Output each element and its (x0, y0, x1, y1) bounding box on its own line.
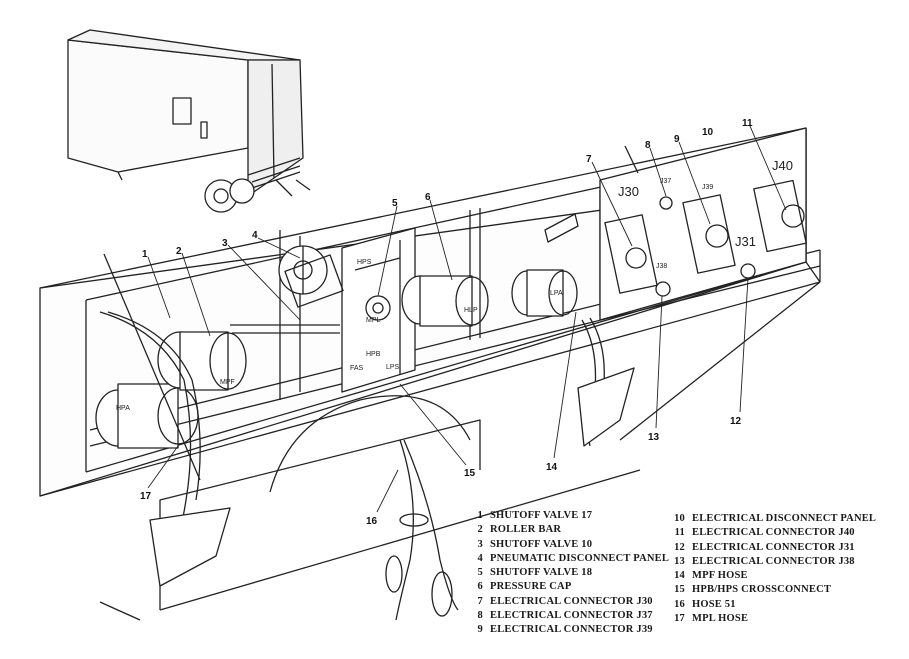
hoses-and-roller-bar (99, 213, 635, 621)
legend-text: PRESSURE CAP (490, 581, 572, 593)
legend-number: 6 (477, 581, 483, 593)
label-j39: J39 (702, 184, 713, 191)
legend-text: ELECTRICAL CONNECTOR J37 (490, 610, 653, 622)
callout-11: 11 (742, 118, 753, 129)
callout-numbers: 1 2 3 4 5 6 7 8 9 10 11 12 13 14 15 16 1… (140, 118, 753, 527)
label-j40: J40 (772, 158, 793, 173)
legend-text: ELECTRICAL CONNECTOR J39 (490, 624, 653, 636)
legend-text: HOSE 51 (692, 598, 736, 610)
legend-text: ELECTRICAL CONNECTOR J30 (490, 595, 653, 607)
label-mpl: MPL (366, 317, 381, 324)
legend-item: 4 PNEUMATIC DISCONNECT PANEL (470, 552, 669, 566)
legend-item: 12 ELECTRICAL CONNECTOR J31 (672, 541, 876, 555)
legend-item: 9 ELECTRICAL CONNECTOR J39 (470, 623, 669, 637)
legend-number: 11 (674, 527, 685, 539)
callout-17: 17 (140, 491, 152, 502)
callout-16: 16 (366, 516, 378, 527)
shutoff-valve-10 (278, 245, 344, 308)
legend-number: 9 (477, 624, 483, 636)
component-labels: J30 J37 J39 J40 J31 J38 MPF HPA HLP LPA … (116, 158, 793, 412)
legend-item: 13 ELECTRICAL CONNECTOR J38 (672, 555, 876, 569)
legend-number: 17 (674, 613, 685, 625)
legend-number: 1 (477, 510, 483, 521)
legend-text: ROLLER BAR (490, 524, 562, 536)
callout-13: 13 (648, 432, 660, 443)
label-lps: LPS (386, 364, 400, 371)
legend-text: HPB/HPS CROSSCONNECT (692, 584, 832, 596)
callout-1: 1 (142, 249, 148, 260)
electrical-disconnect-panel (599, 127, 807, 321)
legend-text: SHUTOFF VALVE 18 (490, 567, 593, 579)
label-j31: J31 (735, 234, 756, 249)
legend-text: ELECTRICAL DISCONNECT PANEL (692, 513, 877, 524)
legend-text: MPL HOSE (692, 613, 749, 625)
callout-14: 14 (546, 462, 558, 473)
trailer-illustration (67, 29, 311, 213)
legend-item: 6 PRESSURE CAP (470, 580, 669, 594)
callout-10: 10 (702, 127, 714, 138)
callout-12: 12 (730, 416, 742, 427)
label-hpa: HPA (116, 405, 130, 412)
label-j38: J38 (656, 263, 667, 270)
legend-number: 4 (477, 552, 483, 564)
callout-2: 2 (176, 246, 182, 257)
legend-number: 2 (477, 524, 483, 536)
legend-number: 16 (674, 598, 685, 610)
legend-item: 16 HOSE 51 (672, 598, 876, 612)
label-mpf: MPF (220, 379, 235, 386)
legend-item: 17 MPL HOSE (672, 612, 876, 626)
legend-item: 10 ELECTRICAL DISCONNECT PANEL (672, 512, 876, 526)
legend-text: MPF HOSE (692, 570, 748, 582)
callout-6: 6 (425, 192, 431, 203)
legend-number: 12 (674, 541, 685, 553)
label-hlp: HLP (464, 307, 478, 314)
callout-9: 9 (674, 134, 680, 145)
label-hps: HPS (357, 259, 372, 266)
callout-4: 4 (252, 230, 258, 241)
legend-number: 15 (674, 584, 685, 596)
callout-8: 8 (645, 140, 651, 151)
callout-7: 7 (586, 154, 592, 165)
legend-text: SHUTOFF VALVE 10 (490, 538, 593, 550)
legend-item: 14 MPF HOSE (672, 569, 876, 583)
legend-item: 7 ELECTRICAL CONNECTOR J30 (470, 595, 669, 609)
label-hpb: HPB (366, 351, 381, 358)
leader-lines (147, 125, 787, 513)
legend-number: 8 (477, 610, 483, 622)
legend-number: 10 (674, 513, 685, 524)
label-lpa: LPA (550, 290, 563, 297)
legend-text: ELECTRICAL CONNECTOR J31 (692, 541, 855, 553)
legend-item: 11 ELECTRICAL CONNECTOR J40 (672, 526, 876, 540)
label-j37: J37 (660, 178, 671, 185)
legend-item: 8 ELECTRICAL CONNECTOR J37 (470, 609, 669, 623)
legend-item: 1 SHUTOFF VALVE 17 (470, 509, 669, 523)
legend-text: ELECTRICAL CONNECTOR J40 (692, 527, 855, 539)
callout-5: 5 (392, 198, 398, 209)
legend-item: 2 ROLLER BAR (470, 523, 669, 537)
legend-number: 13 (674, 555, 685, 567)
legend-text: ELECTRICAL CONNECTOR J38 (692, 555, 855, 567)
label-j30: J30 (618, 184, 639, 199)
legend-item: 5 SHUTOFF VALVE 18 (470, 566, 669, 580)
label-fas: FAS (350, 365, 364, 372)
legend-number: 7 (477, 595, 483, 607)
callout-3: 3 (222, 238, 228, 249)
legend-number: 5 (477, 567, 483, 579)
legend-item: 3 SHUTOFF VALVE 10 (470, 538, 669, 552)
legend-number: 14 (674, 570, 685, 582)
legend-text: SHUTOFF VALVE 17 (490, 510, 593, 521)
legend-text: PNEUMATIC DISCONNECT PANEL (490, 552, 670, 564)
callout-15: 15 (464, 468, 476, 479)
pressure-tanks (95, 269, 578, 449)
legend-number: 3 (477, 538, 483, 550)
legend-item: 15 HPB/HPS CROSSCONNECT (672, 583, 876, 597)
